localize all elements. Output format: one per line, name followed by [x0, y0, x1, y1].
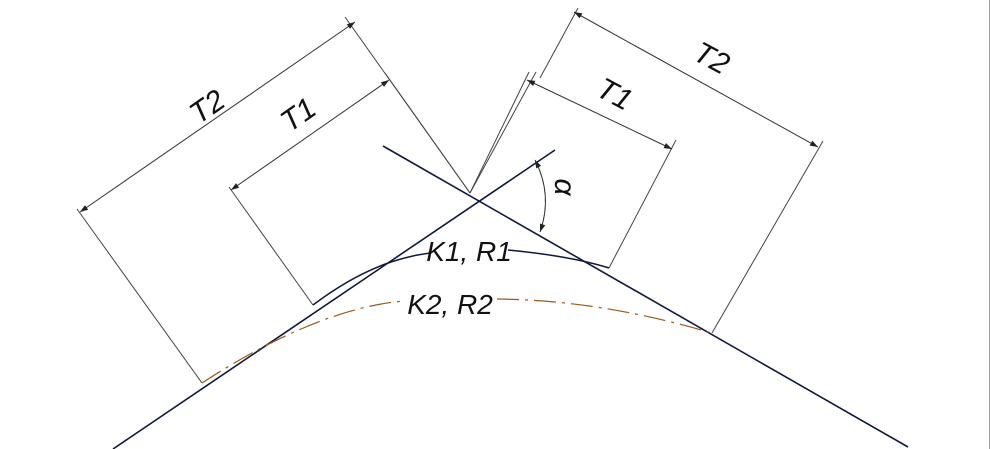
label-alpha: α — [548, 178, 581, 196]
right-tangent-line — [382, 145, 909, 448]
left-tangent-line — [112, 149, 556, 449]
curve-k1-r1 — [312, 249, 610, 306]
label-curve-k1-r1: K1, R1 — [426, 236, 512, 267]
witness-line — [608, 139, 677, 269]
witness-line — [76, 208, 203, 384]
witness-line — [228, 186, 314, 306]
dimension-t1-left — [230, 79, 390, 191]
witness-line — [384, 72, 471, 194]
angle-extension-line — [469, 71, 530, 194]
dimension-t2-left — [79, 21, 356, 213]
witness-line — [539, 7, 579, 79]
angle-alpha-arc — [534, 159, 546, 233]
label-t2-left: T2 — [184, 83, 232, 130]
label-t1-right: T1 — [591, 72, 637, 118]
witness-line — [711, 140, 824, 334]
label-t2-right: T2 — [688, 36, 735, 82]
dimension-t2-right — [573, 11, 819, 148]
label-curve-k2-r2: K2, R2 — [407, 289, 493, 320]
curve-k2-r2 — [201, 298, 713, 384]
angle-extension-line — [469, 71, 537, 194]
